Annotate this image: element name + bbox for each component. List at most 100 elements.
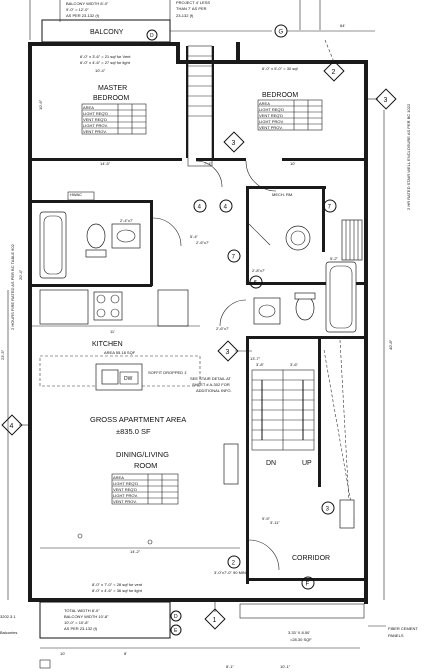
svg-text:2'-6"x7': 2'-6"x7': [196, 240, 209, 245]
svg-text:3'-6": 3'-6": [290, 362, 299, 367]
svg-text:VENT PROV.: VENT PROV.: [259, 125, 283, 130]
svg-text:ROOM: ROOM: [134, 461, 157, 470]
svg-text:4: 4: [198, 205, 202, 211]
svg-text:HWAC: HWAC: [70, 192, 82, 197]
section-marker-3-left: 4: [1, 414, 23, 436]
svg-text:3: 3: [384, 97, 388, 104]
kitchen-area: AREA 55.18 SQF: [104, 350, 136, 355]
section-marker-3-mid: 3: [223, 131, 245, 153]
svg-text:PROJECT 4' LESS: PROJECT 4' LESS: [176, 0, 210, 5]
svg-text:AREA: AREA: [113, 475, 124, 480]
fiber-cement-note: FIBER CEMENT PANELS: [388, 626, 418, 638]
svg-text:23-132 (f): 23-132 (f): [176, 13, 194, 18]
svg-text:10'-6": 10'-6": [38, 99, 43, 110]
grid-tag-d: D: [170, 610, 182, 622]
svg-text:AREA: AREA: [259, 101, 270, 106]
svg-text:10': 10': [60, 651, 65, 656]
svg-text:LIGHT PROV.: LIGHT PROV.: [113, 493, 138, 498]
sink-left: [111, 223, 141, 249]
section-marker-1: 1: [204, 608, 226, 630]
svg-text:VENT REQ'D: VENT REQ'D: [83, 117, 107, 122]
svg-text:3'-8": 3'-8": [256, 362, 265, 367]
svg-text:VENT PROV.: VENT PROV.: [83, 129, 107, 134]
stair-up-label: UP: [302, 460, 312, 467]
svg-text:2: 2: [332, 69, 336, 76]
svg-text:SHEET # A-302 FOR: SHEET # A-302 FOR: [192, 382, 230, 387]
svg-text:5'-4": 5'-4": [190, 234, 199, 239]
svg-text:6: 6: [254, 281, 258, 287]
svg-text:LIGHT REQ'D: LIGHT REQ'D: [259, 107, 284, 112]
svg-text:23'-5": 23'-5": [0, 349, 5, 360]
svg-text:4: 4: [224, 205, 228, 211]
svg-text:3: 3: [232, 140, 236, 147]
svg-text:20'-4": 20'-4": [18, 269, 23, 280]
tag-circle-2-entry: 2: [227, 555, 241, 569]
vent-note-master: 6'-0" x 3'-6" = 21 sqf for Vent 6'-0" x …: [80, 54, 131, 65]
stair-down-label: DN: [266, 460, 276, 467]
svg-text:8'-1": 8'-1": [226, 664, 235, 669]
svg-text:10'-4": 10'-4": [95, 68, 106, 73]
section-marker-4: 3: [217, 340, 239, 362]
section-marker-2-top: 2: [323, 60, 345, 82]
svg-text:D: D: [174, 614, 178, 620]
water-heater: [285, 225, 311, 251]
svg-text:LIGHT PROV.: LIGHT PROV.: [83, 123, 108, 128]
gross-area-label: GROSS APARTMENT AREA: [90, 415, 186, 424]
svg-text:2'-4"x7': 2'-4"x7': [120, 218, 133, 223]
mech-room-label: MECH. RM.: [272, 192, 293, 197]
svg-text:AS PER 23-132 (f): AS PER 23-132 (f): [66, 13, 100, 18]
svg-text:14'-5": 14'-5": [100, 161, 111, 166]
corridor-panel: [339, 499, 355, 529]
tag-circle-7-a: 7: [227, 249, 241, 263]
svg-text:7: 7: [232, 255, 236, 261]
svg-text:4: 4: [10, 423, 14, 430]
svg-text:AREA: AREA: [83, 105, 94, 110]
svg-text:14'-2": 14'-2": [130, 549, 141, 554]
svg-text:VENT REQ'D: VENT REQ'D: [259, 113, 283, 118]
tag-circle-4-a: 4: [193, 199, 207, 213]
fridge: [157, 289, 189, 327]
tag-circle-6: 6: [249, 275, 263, 289]
svg-text:9'-0" = 12'-0": 9'-0" = 12'-0": [66, 7, 89, 12]
svg-text:13'-7": 13'-7": [250, 356, 261, 361]
svg-text:BEDROOM: BEDROOM: [93, 95, 129, 102]
vent-note-bedroom: 6'-0" x 5'-0" = 30 sqf: [262, 66, 298, 71]
svg-text:5'-2": 5'-2": [330, 256, 339, 261]
kitchen-stove: [93, 291, 123, 321]
bedroom-label: BEDROOM: [262, 92, 298, 99]
svg-text:3: 3: [226, 349, 230, 356]
balcony-area-note: 3.33' X 8.50' =28.30 SQF: [288, 630, 312, 642]
radiator-right: [341, 219, 363, 261]
svg-text:LIGHT REQ'D: LIGHT REQ'D: [113, 481, 138, 486]
svg-text:G: G: [279, 30, 284, 36]
toilet-left: [86, 223, 106, 249]
svg-text:7: 7: [328, 205, 332, 211]
svg-text:11': 11': [110, 329, 115, 334]
svg-text:BALCONY WIDTH 10'-8": BALCONY WIDTH 10'-8": [64, 614, 109, 619]
section-marker-3-right: 3: [375, 88, 397, 110]
svg-text:3: 3: [326, 507, 330, 513]
svg-text:FIBER CEMENT: FIBER CEMENT: [388, 626, 418, 631]
soffit-note: SOFFIT DROPPED 1': [148, 370, 187, 375]
balconies-note: Balconies: [0, 630, 17, 635]
svg-text:8'-0" x 4'-6" = 36 sqf for lig: 8'-0" x 4'-6" = 36 sqf for light: [92, 588, 143, 593]
svg-text:8'-0" x 7'-0" = 28 sqf for ven: 8'-0" x 7'-0" = 28 sqf for vent: [92, 582, 143, 587]
svg-text:3'-11": 3'-11": [270, 520, 280, 525]
svg-text:PANELS: PANELS: [388, 633, 404, 638]
balcony-label: BALCONY: [90, 29, 124, 36]
radiator-dining: [223, 443, 239, 485]
tag-circle-d-top: [146, 29, 158, 41]
svg-text:6'-0" x 4'-6" = 27 sqf for lig: 6'-0" x 4'-6" = 27 sqf for light: [80, 60, 131, 65]
dining-living-label: DINING/LIVING: [116, 450, 169, 459]
svg-text:64': 64': [340, 23, 345, 28]
right-fire-rating-note: 2 HR RATED STAIR WELL ENCLOSURE AS PER B…: [406, 103, 411, 210]
svg-text:40'-8": 40'-8": [388, 339, 393, 350]
svg-text:7'-4": 7'-4": [204, 161, 213, 166]
svg-text:VENT REQ'D: VENT REQ'D: [113, 487, 137, 492]
svg-text:THAN 7' AS PER: THAN 7' AS PER: [176, 6, 207, 11]
svg-text:SEE STAIR DETAIL AT: SEE STAIR DETAIL AT: [190, 376, 232, 381]
bathtub-left: [39, 211, 67, 279]
grid-tag-e: E: [170, 624, 182, 636]
tag-circle-3-corridor: 3: [321, 501, 335, 515]
